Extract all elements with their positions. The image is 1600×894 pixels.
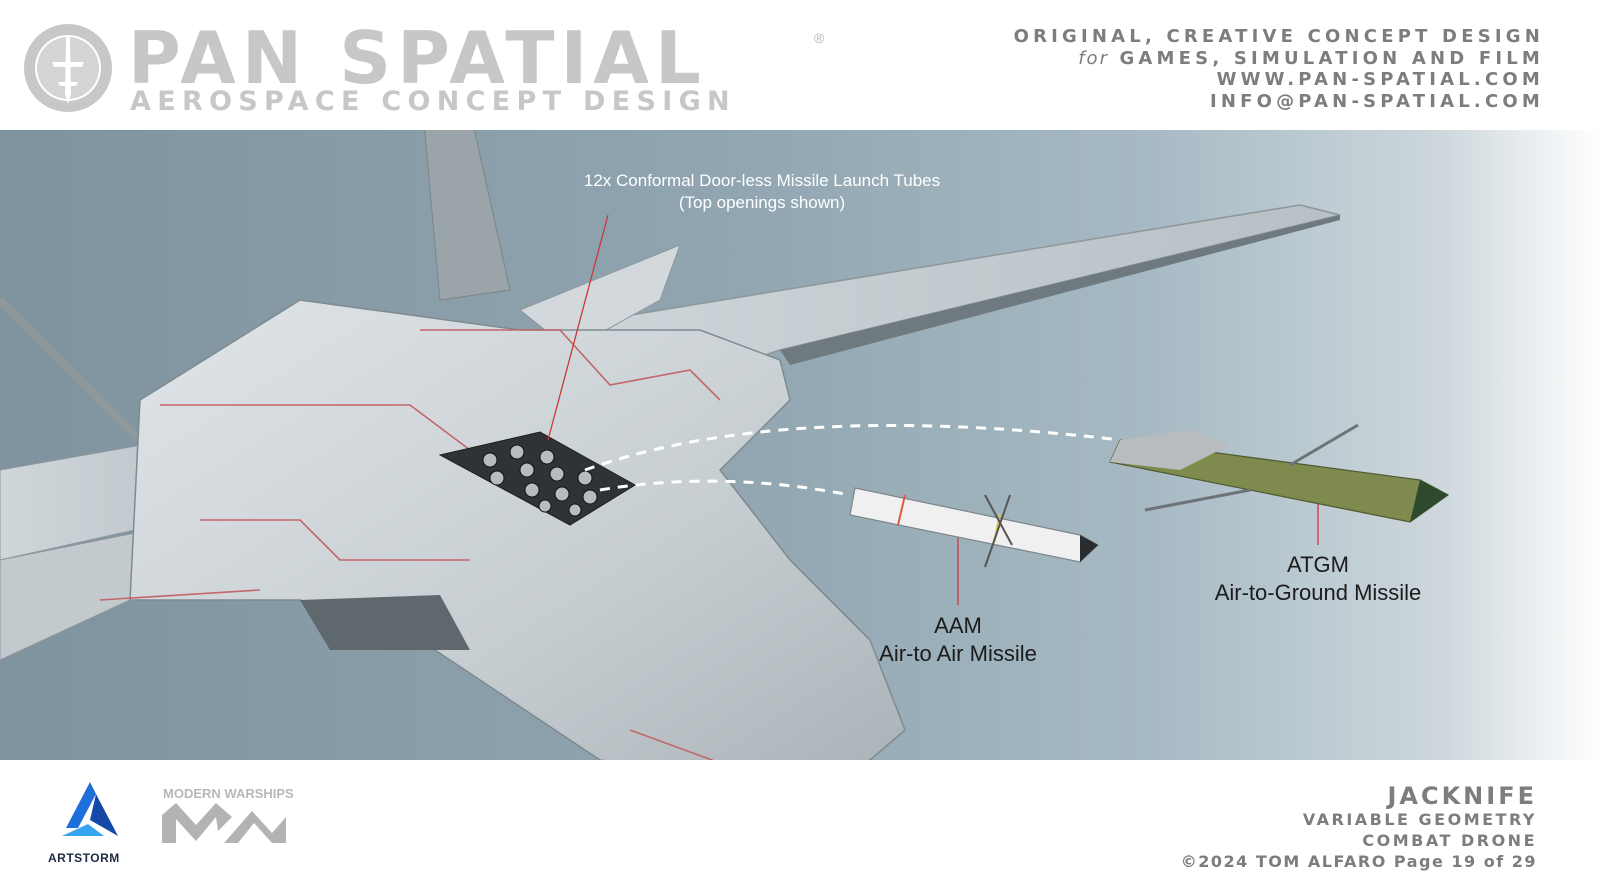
modern-warships-logo-icon <box>162 803 288 843</box>
aircraft-illustration <box>0 130 1450 760</box>
aam-missile <box>849 487 1100 568</box>
header-line-2: for GAMES, SIMULATION AND FILM <box>1014 48 1544 70</box>
aam-label-line-2: Air-to Air Missile <box>879 641 1037 666</box>
atgm-trajectory <box>584 423 1121 472</box>
atgm-label-line-1: ATGM <box>1287 552 1349 577</box>
drone-subtitle-1: VARIABLE GEOMETRY <box>1302 810 1537 829</box>
launch-tube-openings <box>482 444 598 517</box>
copyright-page-info: ©2024 TOM ALFARO Page 19 of 29 <box>1180 852 1537 871</box>
brand-tagline: AEROSPACE CONCEPT DESIGN <box>130 86 736 117</box>
atgm-label: ATGM Air-to-Ground Missile <box>1198 551 1438 607</box>
fuselage <box>129 299 906 760</box>
atgm-missile <box>1109 423 1450 523</box>
header-line-2-text: GAMES, SIMULATION AND FILM <box>1119 47 1544 69</box>
drone-subtitle-2: COMBAT DRONE <box>1362 831 1537 850</box>
header-line-2-prefix: for <box>1078 47 1109 69</box>
header-line-1: ORIGINAL, CREATIVE CONCEPT DESIGN <box>1013 26 1544 47</box>
email-link[interactable]: INFO@PAN-SPATIAL.COM <box>1209 90 1544 112</box>
right-wing-edge <box>780 215 1340 365</box>
aircraft-scene: 12x Conformal Door-less Missile Launch T… <box>0 130 1600 760</box>
aam-label: AAM Air-to Air Missile <box>858 612 1058 668</box>
atgm-label-line-2: Air-to-Ground Missile <box>1214 580 1422 605</box>
aam-label-line-1: AAM <box>934 613 982 638</box>
modern-warships-label: MODERN WARSHIPS <box>163 786 294 801</box>
header-contact-block: ORIGINAL, CREATIVE CONCEPT DESIGN for GA… <box>1014 26 1544 112</box>
footer-title-block: JACKNIFE VARIABLE GEOMETRY COMBAT DRONE … <box>1181 783 1537 873</box>
launch-tubes-callout: 12x Conformal Door-less Missile Launch T… <box>560 170 964 214</box>
panel-lines <box>99 329 721 760</box>
artstorm-label: ARTSTORM <box>48 851 120 865</box>
aam-trajectory <box>599 479 851 497</box>
website-link[interactable]: WWW.PAN-SPATIAL.COM <box>1216 69 1544 90</box>
brand-name: PAN SPATIAL <box>128 16 707 100</box>
drone-title: JACKNIFE <box>1387 782 1537 810</box>
artstorm-logo-icon <box>58 780 122 842</box>
launch-tubes-leader <box>547 214 609 441</box>
vertical-tail <box>424 130 511 301</box>
registered-mark: ® <box>814 30 825 46</box>
pan-spatial-seal-icon <box>22 22 114 114</box>
launch-tubes-callout-line-2: (Top openings shown) <box>678 193 846 212</box>
intake <box>300 595 470 650</box>
launch-tubes-callout-line-1: 12x Conformal Door-less Missile Launch T… <box>583 171 941 190</box>
